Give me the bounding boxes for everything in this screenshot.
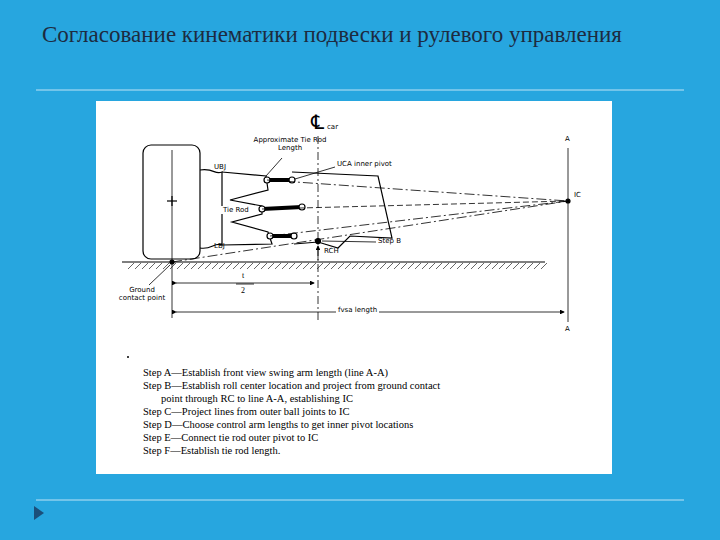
step-text: Step F—Establish tie rod length. [143, 444, 280, 457]
slide-title: Согласование кинематики подвески и рулев… [42, 20, 642, 50]
dot [127, 356, 129, 358]
dimension-label: 2 [241, 286, 245, 295]
step-text: Step E—Connect tie rod outer pivot to IC [143, 431, 318, 444]
part-label: UCA inner pivot [337, 160, 392, 168]
dimension-label: fvsa length [336, 306, 379, 314]
part-label: Approximate Tie Rod Length [250, 136, 330, 152]
step-text: Step B—Establish roll center location an… [143, 379, 461, 405]
step-label: Step B [378, 237, 401, 245]
footer-rule [36, 500, 684, 501]
centerline-symbol: ℄ [311, 111, 324, 134]
step-text: Step C—Project lines from outer ball joi… [143, 405, 349, 418]
figure-panel [96, 101, 612, 474]
point-label: IC [574, 191, 581, 199]
point-label: Ground contact point [118, 286, 166, 302]
step-text: Step A—Establish front view swing arm le… [143, 366, 388, 379]
slide-bullet [34, 506, 44, 520]
part-label: LBJ [214, 242, 225, 250]
part-label: Tie Rod [221, 206, 251, 214]
step-text: Step D—Choose control arm lengths to get… [143, 418, 413, 431]
part-label: RCH [324, 247, 339, 255]
part-label: UBJ [214, 163, 226, 171]
centerline-label: car [327, 123, 338, 131]
title-rule [36, 90, 684, 91]
suspension-drawing [122, 136, 570, 322]
line-label: A [565, 135, 570, 143]
line-label: A [565, 325, 570, 333]
dimension-label: t [242, 271, 244, 280]
